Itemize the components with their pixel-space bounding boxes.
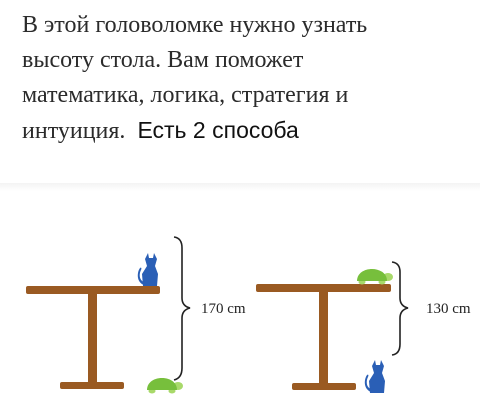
section-divider (0, 183, 480, 191)
post-line-4-text: интуиция. (22, 118, 126, 144)
left-measure-label: 170 cm (201, 301, 246, 317)
post-line-2: высоту стола. Вам поможет (22, 47, 304, 73)
right-measure-label: 130 cm (426, 301, 471, 317)
right-scene: 130 cm (256, 261, 471, 393)
cat-icon (137, 253, 158, 286)
right-brace (391, 261, 409, 356)
puzzle-illustration: 170 cm 130 cm (26, 236, 471, 394)
post-line-4: интуиция. Есть 2 способа (22, 113, 462, 149)
post-text: В этой головоломке нужно узнать высоту с… (22, 8, 462, 149)
turtle-icon (147, 378, 183, 394)
post-line-3: математика, логика, стратегия и (22, 82, 349, 108)
right-table (256, 284, 391, 390)
left-scene: 170 cm (26, 236, 246, 394)
post-emphasis: Есть 2 способа (137, 117, 299, 143)
cat-icon (364, 360, 385, 393)
post-line-1: В этой головоломке нужно узнать (22, 12, 368, 38)
left-table (26, 286, 160, 389)
turtle-icon (357, 269, 393, 285)
left-brace (173, 236, 191, 381)
